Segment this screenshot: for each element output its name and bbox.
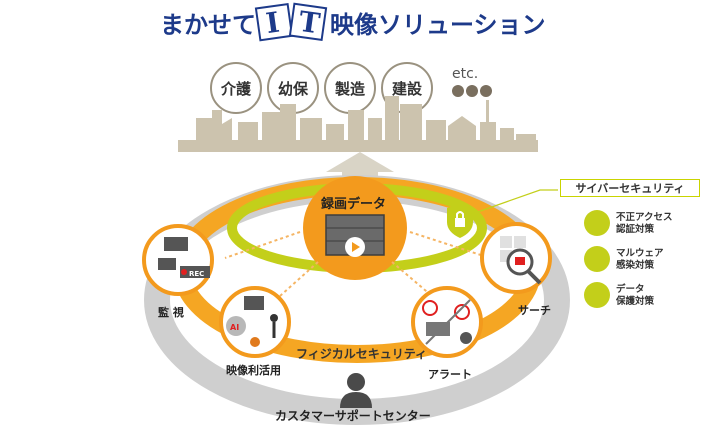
it-logo: I T (254, 2, 328, 42)
alert-node (411, 286, 483, 358)
cyber-item-malware: マルウェア 感染対策 (616, 248, 664, 272)
cyber-item-line1: マルウェア (616, 248, 664, 259)
city-skyline-icon (178, 96, 538, 152)
title-prefix: まかせて (160, 11, 256, 39)
shield-lock-icon (447, 204, 473, 238)
monitoring-label: 監 視 (158, 306, 184, 319)
title-suffix: 映像ソリューション (330, 11, 546, 39)
industry-etc: etc. (452, 66, 479, 82)
etc-dots-icon (452, 85, 492, 97)
cyber-item-line2: 感染対策 (616, 260, 655, 271)
video-use-label: 映像利活用 (226, 364, 281, 377)
search-node (480, 222, 552, 294)
cyber-item-line1: 不正アクセス (616, 212, 673, 223)
it-letter-i: I (264, 6, 282, 41)
rec-badge: REC (189, 270, 204, 278)
page-title: まかせて I T 映像ソリューション (160, 2, 546, 42)
monitoring-node (142, 224, 214, 296)
operator-icon (340, 373, 372, 408)
it-letter-t: T (297, 5, 322, 41)
center-label: 録画データ (321, 196, 386, 212)
alert-label: アラート (428, 368, 472, 381)
ai-badge: AI (230, 323, 239, 332)
cyber-security-title: サイバーセキュリティ (560, 179, 700, 197)
data-flow-arrows (224, 231, 491, 297)
cyber-leader-line (471, 189, 558, 215)
physical-security-label: フィジカルセキュリティ (296, 347, 427, 361)
cyber-item-line1: データ (616, 284, 645, 295)
industry-care: 介護 (210, 62, 262, 114)
up-arrow-icon (326, 152, 394, 182)
cyber-item-line2: 認証対策 (616, 224, 655, 235)
hacker-icon (584, 210, 610, 236)
cyber-item-unauthorized-access: 不正アクセス 認証対策 (616, 212, 673, 236)
search-label: サーチ (518, 304, 551, 317)
cyber-item-data-protection: データ 保護対策 (616, 284, 654, 308)
video-use-node (219, 286, 291, 358)
virus-icon (584, 246, 610, 272)
server-video-icon (325, 214, 385, 257)
customer-center-label: カスタマーサポートセンター (275, 408, 431, 423)
lock-icon (584, 282, 610, 308)
cyber-item-line2: 保護対策 (616, 296, 655, 307)
